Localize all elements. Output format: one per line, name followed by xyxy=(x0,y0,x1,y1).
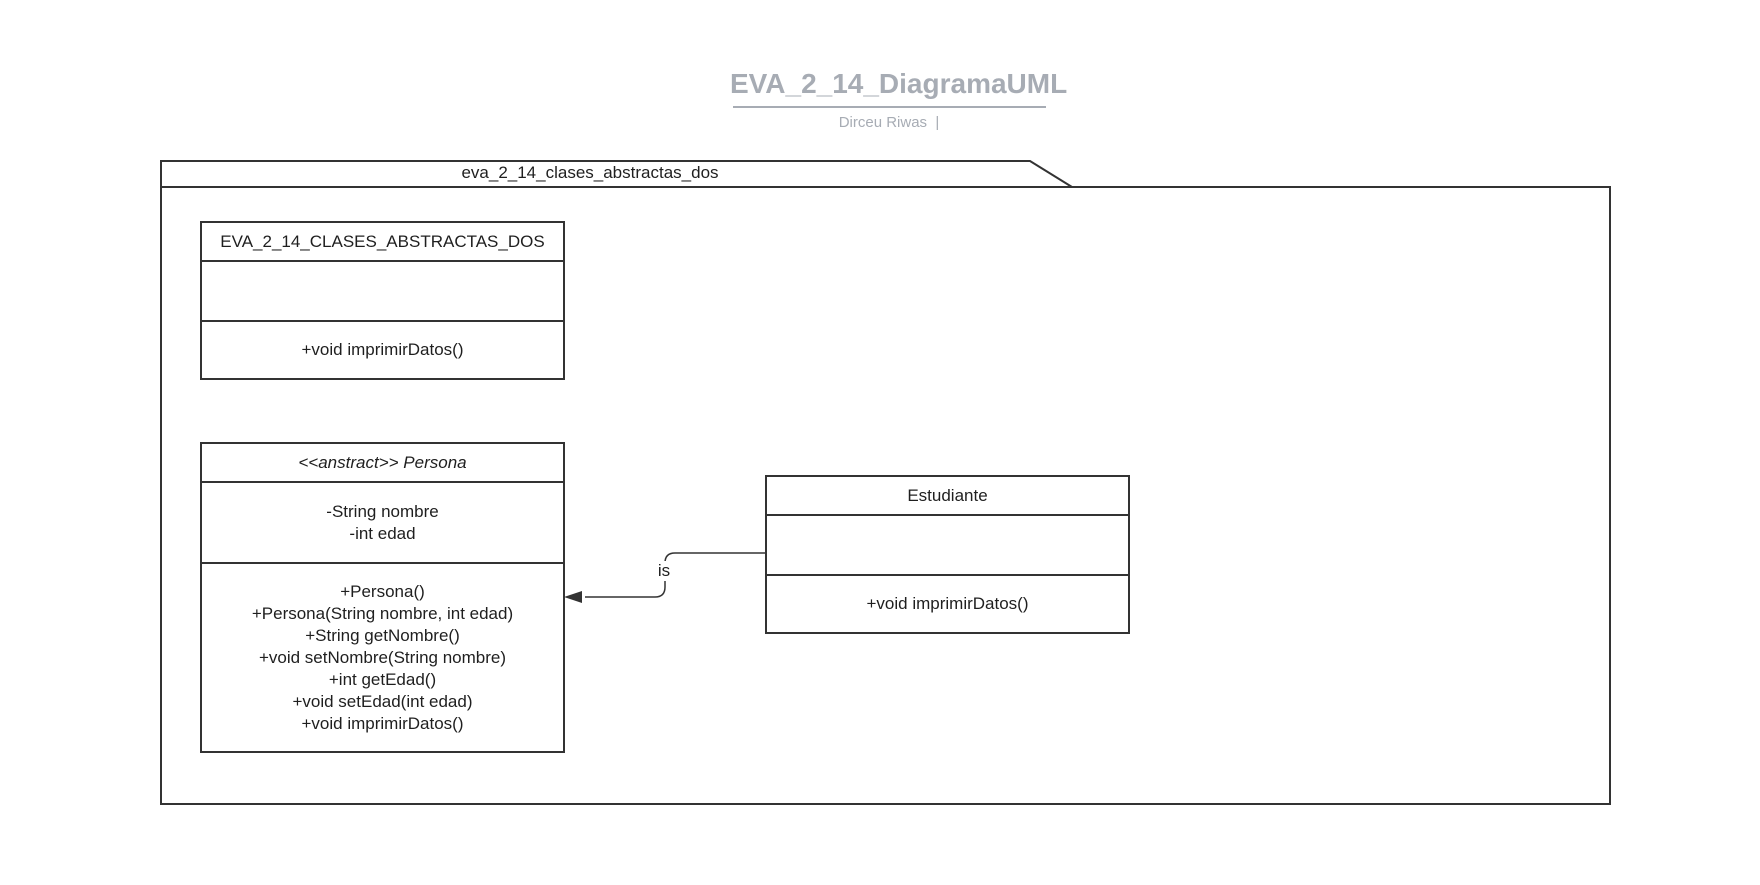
class-persona-name: <<anstract>> Persona xyxy=(298,452,467,472)
class-estudiante-name: Estudiante xyxy=(907,485,988,505)
class-main-attributes-section xyxy=(202,260,563,320)
document-subtitle: Dirceu Riwas | xyxy=(838,114,940,131)
class-estudiante-method: +void imprimirDatos() xyxy=(866,594,1029,613)
package-name: eva_2_14_clases_abstractas_dos xyxy=(461,163,719,182)
document-title-underline xyxy=(733,106,1046,108)
class-persona[interactable]: <<anstract>> Persona -String nombre -int… xyxy=(200,442,565,753)
class-persona-method: +Persona(String nombre, int edad) xyxy=(251,603,514,623)
class-estudiante[interactable]: Estudiante +void imprimirDatos() xyxy=(765,475,1130,634)
inheritance-label: is xyxy=(652,561,676,581)
class-persona-method: +void setNombre(String nombre) xyxy=(258,647,507,667)
class-persona-method: +String getNombre() xyxy=(305,625,460,645)
class-persona-attribute: -String nombre xyxy=(326,501,439,521)
class-persona-methods-section: +Persona() +Persona(String nombre, int e… xyxy=(202,562,563,751)
inheritance-arrowhead xyxy=(564,591,582,603)
package-frame[interactable] xyxy=(160,186,1611,805)
class-main-method: +void imprimirDatos() xyxy=(301,340,464,359)
class-persona-method: +Persona() xyxy=(340,581,425,601)
class-estudiante-methods-section: +void imprimirDatos() xyxy=(767,574,1128,632)
class-main-methods-section: +void imprimirDatos() xyxy=(202,320,563,378)
class-persona-attribute: -int edad xyxy=(349,523,416,543)
document-title: EVA_2_14_DiagramaUML xyxy=(730,68,1068,99)
class-persona-name-section: <<anstract>> Persona xyxy=(202,444,563,481)
class-main[interactable]: EVA_2_14_CLASES_ABSTRACTAS_DOS +void imp… xyxy=(200,221,565,380)
class-main-name-section: EVA_2_14_CLASES_ABSTRACTAS_DOS xyxy=(202,223,563,260)
class-estudiante-attributes-section xyxy=(767,514,1128,574)
class-persona-method: +void imprimirDatos() xyxy=(301,713,464,733)
class-estudiante-name-section: Estudiante xyxy=(767,477,1128,514)
package-tab[interactable] xyxy=(160,160,1073,188)
class-persona-method: +void setEdad(int edad) xyxy=(292,691,473,711)
class-persona-attributes-section: -String nombre -int edad xyxy=(202,481,563,562)
class-main-name: EVA_2_14_CLASES_ABSTRACTAS_DOS xyxy=(220,231,545,251)
class-persona-method: +int getEdad() xyxy=(328,669,437,689)
